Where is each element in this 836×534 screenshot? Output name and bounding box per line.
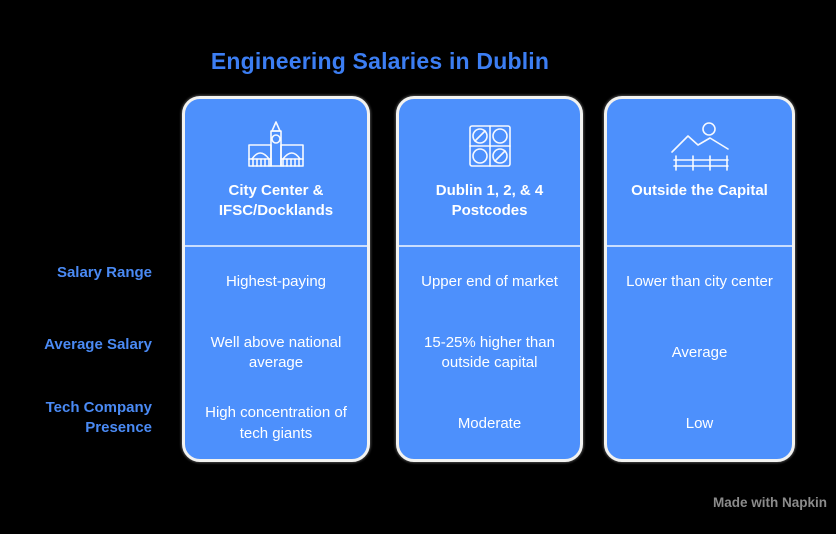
card-header: City Center & IFSC/Docklands xyxy=(185,99,367,245)
card-outside-capital: Outside the Capital Lower than city cent… xyxy=(604,96,795,462)
cell-postcodes-tech-presence: Moderate xyxy=(457,414,522,432)
cell-outside-salary-range: Lower than city center xyxy=(626,273,773,291)
card-body: Upper end of market 15-25% higher than o… xyxy=(399,247,580,459)
card-body: Highest-paying Well above national avera… xyxy=(185,247,367,459)
divider xyxy=(607,245,792,247)
card-title: Dublin 1, 2, & 4 Postcodes xyxy=(435,182,544,220)
countryside-icon xyxy=(664,117,736,175)
cell-city-center-tech-presence: High concentration of tech giants xyxy=(205,404,347,442)
divider xyxy=(185,245,367,247)
cell-outside-average-salary: Average xyxy=(671,343,728,361)
card-body: Lower than city center Average Low xyxy=(607,247,792,459)
cell-postcodes-average-salary: 15-25% higher than outside capital xyxy=(424,333,555,371)
card-header: Dublin 1, 2, & 4 Postcodes xyxy=(399,99,580,245)
card-header: Outside the Capital xyxy=(607,99,792,245)
cell-city-center-average-salary: Well above national average xyxy=(210,333,342,371)
row-label-average-salary: Average Salary xyxy=(44,336,152,353)
cell-city-center-salary-range: Highest-paying xyxy=(225,273,327,291)
divider xyxy=(399,245,580,247)
cell-postcodes-salary-range: Upper end of market xyxy=(421,273,558,291)
page-title: Engineering Salaries in Dublin xyxy=(210,48,550,74)
card-title: City Center & IFSC/Docklands xyxy=(218,182,334,220)
row-label-salary-range: Salary Range xyxy=(56,264,152,281)
card-city-center: City Center & IFSC/Docklands Highest-pay… xyxy=(182,96,370,462)
cell-outside-tech-presence: Low xyxy=(685,414,714,432)
row-label-tech-company-presence: Tech Company Presence xyxy=(45,399,152,436)
postcode-grid-icon xyxy=(462,117,518,175)
card-title: Outside the Capital xyxy=(631,182,768,199)
watermark: Made with Napkin xyxy=(712,495,827,510)
city-hall-icon xyxy=(244,117,308,175)
card-dublin-postcodes: Dublin 1, 2, & 4 Postcodes Upper end of … xyxy=(396,96,583,462)
